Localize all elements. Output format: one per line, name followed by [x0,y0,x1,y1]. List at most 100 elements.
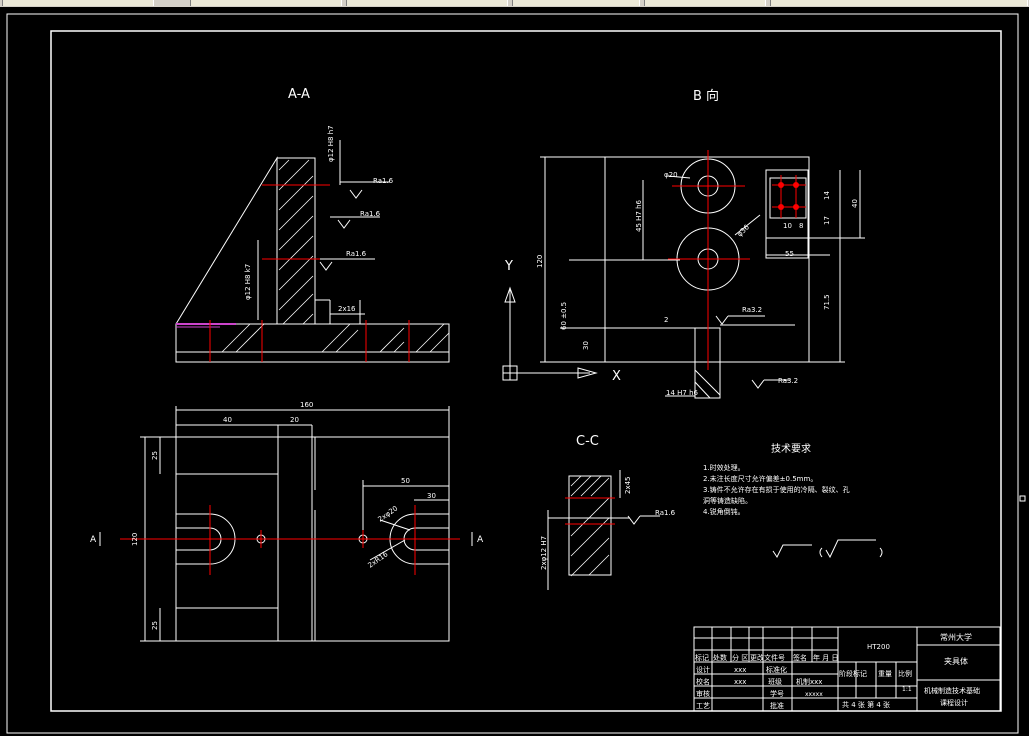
view-b-title: B 向 [693,88,719,104]
bolt-holes [778,182,799,210]
tech-line-5: 4.锐角倒钝。 [703,507,745,516]
toolbar-segment[interactable] [190,0,342,6]
axis-y-label: Y [504,259,513,274]
ra-b-2: Ra3.2 [778,377,798,385]
dim-b-45: 45 H7 h6 [635,199,643,232]
dim-p-30: 30 [427,492,436,500]
dims-view-b: φ20 φ36 45 H7 h6 120 60 ±0.5 30 2 Ra3.2 … [536,171,859,397]
axis-x-label: X [612,369,621,384]
tb-sheet: 共 4 张 第 4 张 [842,700,890,709]
tech-line-3: 3.铸件不允许存在有损于使用的冷隔、裂纹、孔 [703,485,850,494]
tb-c-stage: 阶段标记 [839,669,867,678]
ucs-icon [502,286,598,381]
tech-line-4: 洞等铸造缺陷。 [703,496,752,505]
section-cc-view [547,470,660,590]
dim-b-71: 71.5 [823,294,831,310]
dim-p-20: 20 [290,416,299,424]
dim-b-d36: φ36 [736,223,752,239]
tb-r-review: 审核 [696,689,710,698]
tech-line-1: 1.时效处理。 [703,463,745,472]
tb-h-mark: 标记 [695,653,709,662]
toolbar-segment[interactable] [2,0,154,6]
sheet-frame [50,30,1002,712]
dim-p-160: 160 [300,401,313,409]
tb-h-change: 更改文件号 [750,653,785,662]
dim-p-r2: 2xR16 [367,550,390,570]
dim-b-30: 30 [582,341,590,350]
tb-scale: 1:1 [902,686,912,693]
title-block-text: HT200 常州大学 夹具体 机械制造技术基础 课程设计 1:1 共 4 张 第… [695,632,980,710]
cut-plane-a-left: A [90,535,97,545]
dim-aa-1: φ12 H8 h7 [327,125,335,162]
dim-b-120: 120 [536,255,544,268]
dim-cc-h: 2xφ12 H7 [540,536,548,570]
tb-r-no: 学号 [770,689,784,698]
ra-aa-3: Ra1.6 [346,250,367,258]
grip-handle[interactable] [1019,495,1026,502]
section-aa-title: A-A [288,87,310,102]
tb-h-date: 年 月 日 [813,653,838,662]
dims-plan: 160 40 20 50 30 25 120 25 2xφ20 2xR16 A … [90,401,484,630]
tb-school: 常州大学 [940,632,972,642]
sheet-outer-border [6,13,1019,734]
tb-c-ratio: 比例 [898,669,912,678]
cut-plane-a-right: A [477,535,484,545]
ra-aa-1: Ra1.6 [373,177,394,185]
tb-r-approve: 批准 [770,701,784,710]
dim-b-10: 10 [783,222,792,230]
dim-p-25: 25 [151,451,159,460]
roughness-symbol [772,539,883,559]
toolbar-segment[interactable] [770,0,1028,6]
tb-r-class-v: 机制xxx [796,677,822,686]
tb-part: 夹具体 [944,656,968,666]
view-b-centerlines [668,150,806,370]
tb-r-design-v: xxx [734,666,746,674]
tb-r-no-v: xxxxx [805,691,823,698]
dim-b-17: 17 [823,216,831,225]
tb-c-weight: 重量 [878,670,892,678]
dim-b-40: 40 [851,199,859,208]
tech-line-2: 2.未注长度尺寸允许偏差±0.5mm。 [703,474,817,483]
tb-r-class: 班级 [768,677,782,686]
tb-h-sign: 签名 [793,653,807,662]
dim-b-14: 14 H7 h6 [666,389,699,397]
dim-b-8: 8 [799,222,803,230]
tb-r-check-v: xxx [734,678,746,686]
ra-b-1: Ra3.2 [742,306,762,314]
section-cc-title: C-C [576,434,599,449]
dim-b-d20: φ20 [664,171,678,179]
dim-b-2: 2 [664,316,668,324]
view-b [540,156,865,399]
dim-b-14r: 14 [823,191,831,200]
app-toolbar-strip [0,0,1029,7]
tb-material: HT200 [867,643,890,651]
tb-h-zone: 分 区 [732,653,748,662]
dim-p-25b: 25 [151,621,159,630]
title-block [693,626,1001,712]
section-aa-view [175,140,450,363]
tech-title: 技术要求 [771,442,811,455]
dim-p-40: 40 [223,416,232,424]
toolbar-segment[interactable] [346,0,508,6]
tb-r-design: 设计 [696,665,710,674]
ra-cc: Ra1.6 [655,509,676,517]
dim-p-r: 2xφ20 [377,504,400,523]
dim-aa-2: φ12 H8 k7 [244,264,252,300]
dim-b-55: 55 [785,250,794,258]
dim-cc-d: 2x45 [624,476,632,494]
toolbar-segment[interactable] [512,0,640,6]
tb-r-std: 标准化 [766,665,787,674]
ra-aa-2: Ra1.6 [360,210,381,218]
dim-p-120: 120 [131,533,139,546]
toolbar-segment[interactable] [644,0,766,6]
tb-course1: 机械制造技术基础 [924,686,980,695]
plan-hole-centers [209,505,416,575]
dim-p-50: 50 [401,477,410,485]
tb-r-craft: 工艺 [696,702,710,710]
section-cc-centerlines [565,497,615,525]
dim-b-60: 60 ±0.5 [560,302,568,330]
tb-course2: 课程设计 [940,698,968,707]
tb-r-check: 校名 [696,677,710,686]
dim-aa-3: 2x16 [338,305,356,313]
